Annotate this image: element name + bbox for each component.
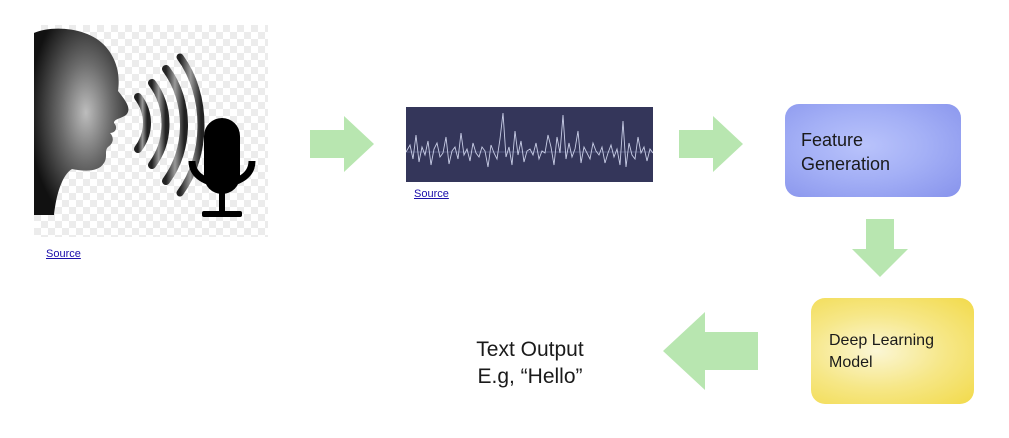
speaker-microphone-image — [34, 25, 268, 237]
audio-waveform-image — [405, 107, 654, 182]
text-output-label: Text Output E.g, “Hello” — [430, 336, 630, 390]
text-output-line2: E.g, “Hello” — [477, 365, 583, 388]
deep-learning-model-box: Deep Learning Model — [811, 298, 974, 404]
deep-learning-model-line1: Deep Learning — [829, 332, 934, 349]
feature-generation-line2: Generation — [801, 154, 891, 174]
feature-generation-line1: Feature — [801, 130, 864, 150]
text-output-line1: Text Output — [476, 338, 584, 361]
arrow-to-feature-generation — [679, 116, 743, 172]
microphone-icon — [188, 118, 256, 217]
waveform-source-link[interactable]: Source — [414, 188, 449, 200]
arrow-to-deep-learning-model — [852, 219, 908, 277]
arrow-to-text-output — [663, 312, 758, 390]
arrow-to-waveform — [310, 116, 374, 172]
feature-generation-box: Feature Generation — [785, 104, 961, 197]
speaking-head-icon — [34, 28, 129, 215]
deep-learning-model-line2: Model — [829, 354, 873, 371]
speaker-source-link[interactable]: Source — [46, 248, 81, 260]
sound-waves-icon — [134, 53, 205, 197]
